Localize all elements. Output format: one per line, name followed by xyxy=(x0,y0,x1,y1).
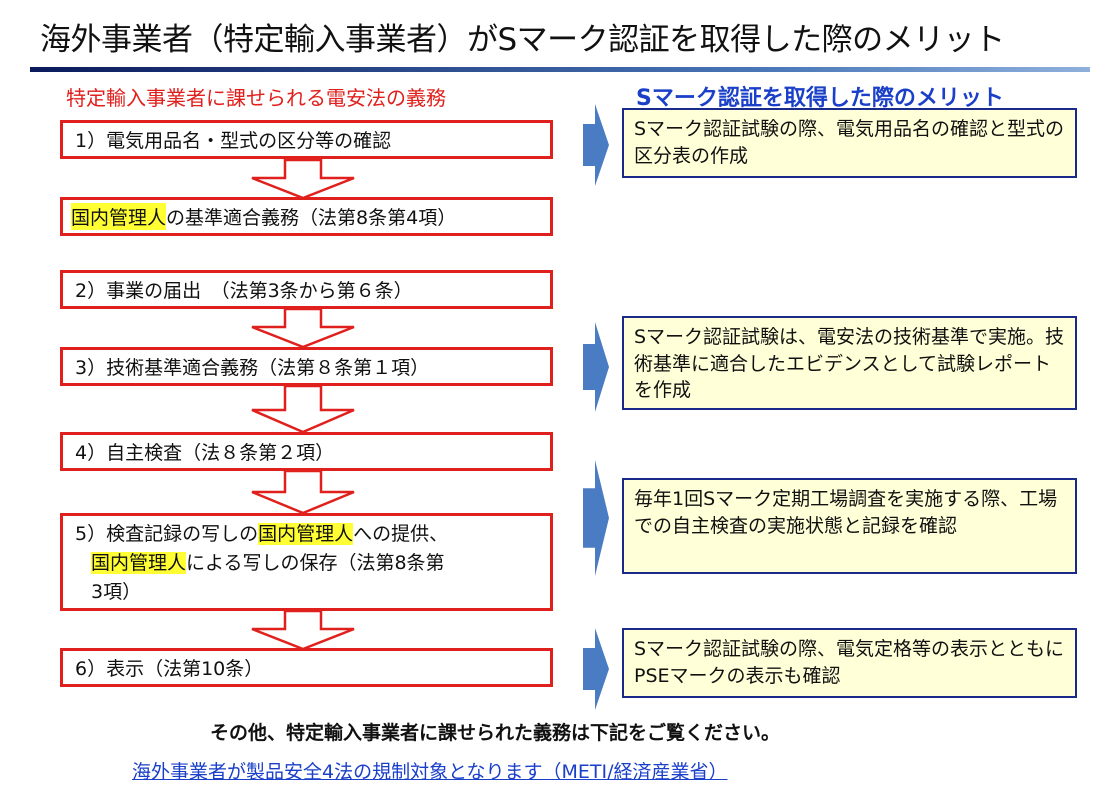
highlight-text: 国内管理人 xyxy=(258,523,354,545)
title-divider xyxy=(30,67,1090,72)
down-arrow-icon xyxy=(251,159,355,199)
obligation-5: 5）検査記録の写しの国内管理人への提供、 国内管理人による写しの保存（法第8条第… xyxy=(60,513,553,611)
merit-box-2: Sマーク認証試験は、電安法の技術基準で実施。技術基準に適合したエビデンスとして試… xyxy=(622,316,1077,410)
right-arrow-icon xyxy=(583,322,609,412)
obligation-text: 3項） xyxy=(91,581,142,603)
obligation-text: 4）自主検査（法８条第２項） xyxy=(75,442,335,464)
obligation-text: 1）電気用品名・型式の区分等の確認 xyxy=(75,130,392,152)
highlight-text: 国内管理人 xyxy=(71,203,167,230)
obligation-4: 4）自主検査（法８条第２項） xyxy=(60,432,553,471)
obligation-text: による写しの保存（法第8条第 xyxy=(186,552,445,574)
obligation-1: 1）電気用品名・型式の区分等の確認 xyxy=(60,120,553,159)
right-arrow-icon xyxy=(583,104,609,186)
right-arrow-icon xyxy=(583,628,609,710)
merits-heading: Sマーク認証を取得した際のメリット xyxy=(636,86,1004,111)
highlight-text: 国内管理人 xyxy=(91,552,187,574)
obligation-text: 6）表示（法第10条） xyxy=(75,658,264,680)
obligation-6: 6）表示（法第10条） xyxy=(60,648,553,687)
down-arrow-icon xyxy=(251,308,355,348)
page-title: 海外事業者（特定輸入事業者）がSマーク認証を取得した際のメリット xyxy=(40,22,1005,58)
obligations-heading: 特定輸入事業者に課せられる電安法の義務 xyxy=(66,86,446,110)
merit-box-3: 毎年1回Sマーク定期工場調査を実施する際、工場での自主検査の実施状態と記録を確認 xyxy=(622,478,1077,574)
obligation-domestic-manager: 国内管理人の基準適合義務（法第8条第4項） xyxy=(60,197,553,236)
meti-link[interactable]: 海外事業者が製品安全4法の規制対象となります（METI/経済産業省） xyxy=(132,761,728,783)
merit-box-4: Sマーク認証試験の際、電気定格等の表示とともにPSEマークの表示も確認 xyxy=(622,628,1077,698)
obligation-2: 2）事業の届出 （法第3条から第６条） xyxy=(60,270,553,309)
right-arrow-icon xyxy=(583,460,609,576)
obligation-text: の基準適合義務（法第8条第4項） xyxy=(166,207,457,229)
obligation-text: 5）検査記録の写しの xyxy=(75,523,259,545)
obligation-3: 3）技術基準適合義務（法第８条第１項） xyxy=(60,347,553,386)
obligation-text: 3）技術基準適合義務（法第８条第１項） xyxy=(75,357,430,379)
merit-box-1: Sマーク認証試験の際、電気用品名の確認と型式の区分表の作成 xyxy=(622,108,1077,178)
down-arrow-icon xyxy=(251,610,355,650)
down-arrow-icon xyxy=(251,385,355,433)
obligation-text: 2）事業の届出 （法第3条から第６条） xyxy=(75,280,413,302)
footer-note: その他、特定輸入事業者に課せられた義務は下記をご覧ください。 xyxy=(209,722,780,744)
obligation-text: への提供、 xyxy=(353,523,449,545)
down-arrow-icon xyxy=(251,470,355,514)
